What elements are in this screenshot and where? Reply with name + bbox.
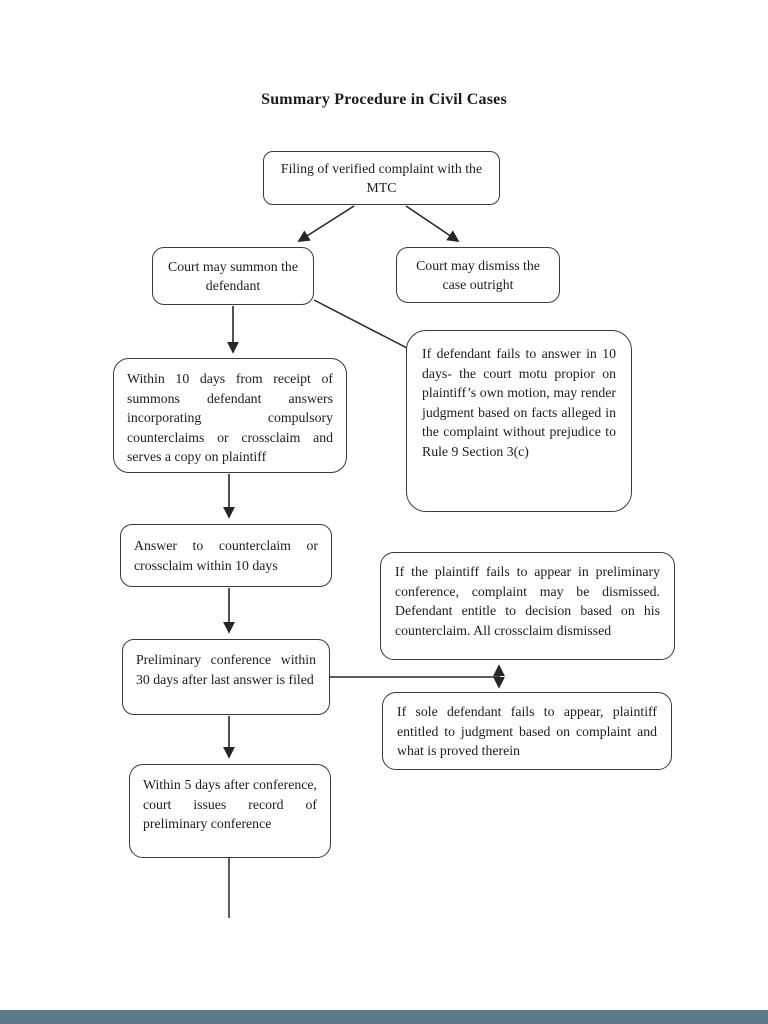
viewer-page-gap-bar: [0, 1010, 768, 1024]
node-court-summon: Court may summon the defendant: [152, 247, 314, 305]
node-court-dismiss: Court may dismiss the case outright: [396, 247, 560, 303]
arrow-filing-to-dismiss: [405, 205, 460, 243]
connector-summon-to-fail-answer: [313, 299, 408, 349]
node-answer-counterclaim: Answer to counterclaim or crossclaim wit…: [120, 524, 332, 587]
arrow-filing-to-summon: [297, 205, 355, 242]
node-court-dismiss-text: Court may dismiss the case outright: [416, 257, 540, 293]
node-preliminary-conference: Preliminary conference within 30 days af…: [122, 639, 330, 715]
node-filing-complaint-text: Filing of verified complaint with the MT…: [280, 160, 483, 196]
node-plaintiff-fails-appear: If the plaintiff fails to appear in prel…: [380, 552, 675, 660]
node-court-summon-text: Court may summon the defendant: [168, 258, 298, 294]
node-defendant-answer: Within 10 days from receipt of summons d…: [113, 358, 347, 473]
node-record-preliminary-conference: Within 5 days after conference, court is…: [129, 764, 331, 858]
node-filing-complaint: Filing of verified complaint with the MT…: [263, 151, 500, 205]
node-defendant-fails-appear: If sole defendant fails to appear, plain…: [382, 692, 672, 770]
page-title: Summary Procedure in Civil Cases: [261, 91, 507, 108]
node-defendant-fails-to-answer: If defendant fails to answer in 10 days-…: [406, 330, 632, 512]
